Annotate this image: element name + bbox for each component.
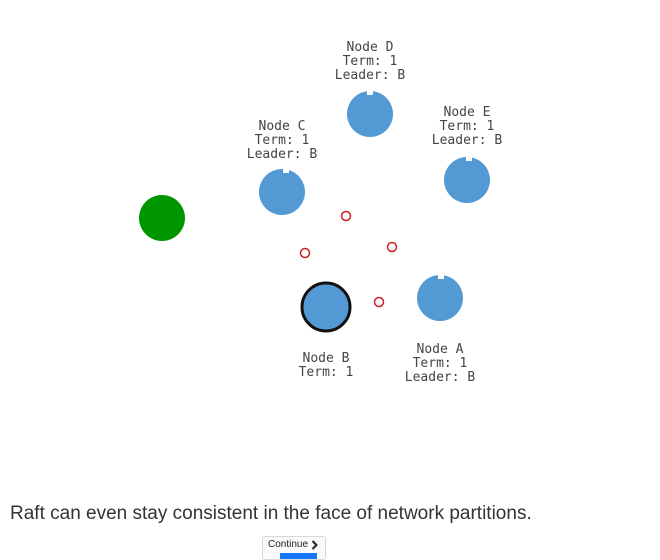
node-e-term: Term: 1 [440, 119, 495, 134]
node-b-term: Term: 1 [299, 365, 354, 380]
message-to-node-c [299, 247, 311, 259]
node-a-leader: Leader: B [405, 370, 476, 385]
node-c-circle[interactable] [259, 169, 305, 215]
node-c-term: Term: 1 [255, 133, 310, 148]
slide-caption: Raft can even stay consistent in the fac… [10, 503, 532, 524]
node-b-name: Node B [303, 351, 350, 366]
message-to-node-e [386, 241, 398, 253]
chevron-right-icon [311, 540, 318, 550]
node-d[interactable]: Node D Term: 1 Leader: B [335, 40, 406, 137]
node-c-name: Node C [259, 119, 306, 134]
node-e-timeout-marker [466, 156, 472, 161]
node-e-circle[interactable] [444, 157, 490, 203]
node-e[interactable]: Node E Term: 1 Leader: B [432, 105, 503, 203]
node-e-leader: Leader: B [432, 133, 503, 148]
node-d-circle[interactable] [347, 91, 393, 137]
message-to-node-c [340, 210, 352, 222]
node-c-timeout-marker [283, 168, 289, 173]
node-e-name: Node E [444, 105, 491, 120]
continue-button-label: Continue [268, 539, 309, 550]
node-a-timeout-marker [438, 274, 444, 279]
node-d-name: Node D [347, 40, 394, 55]
node-b[interactable]: Node B Term: 1 [299, 281, 354, 380]
node-b-leader-circle[interactable] [300, 281, 352, 333]
message-to-node-a [373, 296, 385, 308]
node-c-leader: Leader: B [247, 147, 318, 162]
node-d-term: Term: 1 [343, 54, 398, 69]
node-a-name: Node A [417, 342, 464, 357]
node-c[interactable]: Node C Term: 1 Leader: B [247, 119, 318, 215]
client-node[interactable] [139, 195, 185, 241]
node-d-timeout-marker [367, 90, 373, 95]
node-d-leader: Leader: B [335, 68, 406, 83]
node-a-circle[interactable] [417, 275, 463, 321]
continue-button[interactable]: Continue [262, 536, 326, 560]
node-a-term: Term: 1 [413, 356, 468, 371]
node-a[interactable]: Node A Term: 1 Leader: B [405, 274, 476, 385]
continue-progress-bar [280, 553, 317, 559]
